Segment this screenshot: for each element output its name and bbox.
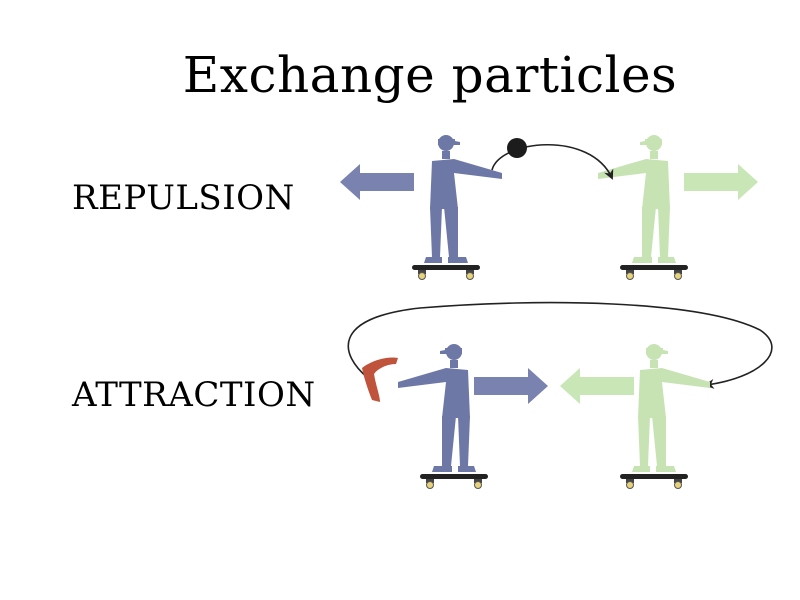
- arrow-icon: [684, 164, 758, 200]
- arrow-icon: [340, 164, 414, 200]
- repulsion-row: [340, 135, 758, 280]
- ball-icon: [507, 138, 527, 158]
- slide-title: Exchange particles: [182, 46, 678, 104]
- person-on-skateboard-icon: [598, 135, 689, 280]
- boomerang-icon: [362, 357, 398, 402]
- attraction-label: ATTRACTION: [72, 375, 316, 415]
- arrow-icon: [474, 368, 548, 404]
- person-on-skateboard-icon: [619, 344, 710, 489]
- repulsion-label: REPULSION: [72, 178, 295, 218]
- attraction-row: [347, 301, 773, 489]
- arrow-icon: [560, 368, 634, 404]
- person-on-skateboard-icon: [411, 135, 502, 280]
- person-on-skateboard-icon: [398, 344, 489, 489]
